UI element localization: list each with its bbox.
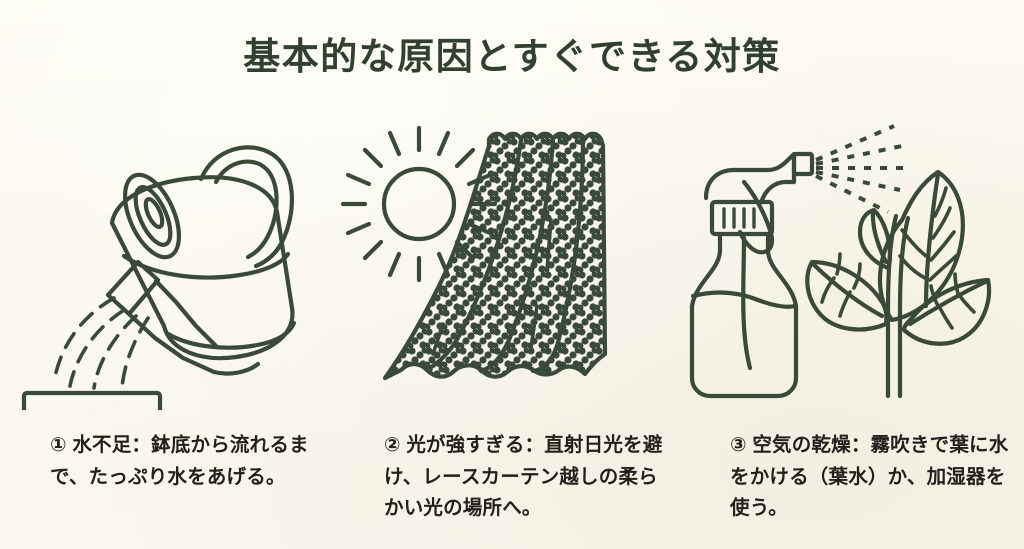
column-too-much-light: ② 光が強すぎる：直射日光を避け、レースカーテン越しの柔らかい光の場所へ。 [341,120,682,540]
mist-ray-5 [815,174,889,214]
sun-and-curtain-icon [341,125,608,381]
curtain-accent-lines [431,218,553,356]
plant-stem-right [897,215,911,399]
spray-bottle-dip-tube [741,235,753,371]
mist-ray-4 [815,170,901,192]
leaf-l-vein-1 [838,290,852,318]
watering-can-base-band [165,320,297,350]
plant-leaf-right [901,277,992,346]
leaf-r-vein-1 [938,306,954,330]
watering-can-spout-cone [105,259,161,317]
mist-spray [815,124,906,214]
columns-container: ① 水不足：鉢底から流れるまで、たっぷり水をあげる。 [0,120,1024,540]
leaf-c-vein-4 [933,186,948,218]
leaf-r-vein-2 [958,294,976,314]
plant-leaf-center-veins [898,186,958,282]
leaf-r-vein-3 [929,284,940,308]
column-water-shortage: ① 水不足：鉢底から流れるまで、たっぷり水をあげる。 [0,120,341,540]
watering-can-spout-joint [211,361,261,376]
leaf-c-vein-5 [898,254,927,280]
curtain-accent-3 [431,322,445,356]
caption-water-shortage: ① 水不足：鉢底から流れるまで、たっぷり水をあげる。 [50,434,309,488]
leaf-r-vein-4 [953,272,960,296]
watering-can-rim-outer [122,172,182,260]
sun-ray-sw [362,239,384,261]
curtain-fold-2 [478,137,556,374]
leaf-c-vein-3 [931,206,952,240]
watering-can-icon [21,145,297,410]
curtain-outline [382,131,608,381]
spray-bottle-head [703,151,797,203]
spray-collar-ribs [722,207,756,229]
sun-ray-ne [454,147,476,169]
plant-leaf-right-midrib [907,278,990,327]
watering-can-rim-core [143,196,165,230]
curtain-accent-2 [529,304,539,350]
spray-collar [709,199,775,237]
plant-leaf-left [805,259,889,332]
sun-ray-nw [362,147,384,169]
leaf-c-vein-1 [928,254,958,282]
plant-leaf-center-midrib [923,171,941,309]
water-arc-2 [68,308,126,388]
leaf-l-vein-4 [835,252,842,276]
plant-leaf-bud-midrib [870,208,889,265]
sun-ray-nnw [387,130,402,157]
watering-can-spout-tube-top [153,278,219,349]
curtain-fold-3 [530,137,586,374]
sun-ray-wnw [345,172,372,187]
plant-leaf-right-veins [929,272,976,330]
water-stream [52,296,150,390]
leaf-c-vein-2 [929,230,956,262]
plant-leaf-center [877,169,965,323]
spray-bottle-body [689,231,799,399]
spray-bottle-and-plant-icon [689,124,992,399]
watering-can-pouring-into-flowerpot-illustration [0,120,341,410]
watering-can-handle-inner [213,159,279,260]
spray-nozzle [791,151,815,177]
curtain-fold-1 [424,137,524,373]
mist-ray-2 [815,144,903,166]
sun-ray-wsw [345,221,372,236]
plant-leaf-left-veins [820,252,862,318]
watering-can-handle-outer [198,145,294,269]
caption-dry-air: ③ 空気の乾燥：霧吹きで葉に水をかける（葉水）か、加湿器を使う。 [730,434,1009,520]
curtain-accent-1 [545,218,553,272]
sun-ray-ssw [387,251,402,278]
watering-can-rim-inner [133,185,173,247]
spray-bottle-misting-plant-illustration [682,120,1023,410]
flower-pot-rim [21,390,163,410]
column-dry-air: ③ 空気の乾燥：霧吹きで葉に水をかける（葉水）か、加湿器を使う。 [682,120,1023,540]
mist-ray-1 [815,124,895,162]
water-arc-4 [120,316,150,390]
water-arc-1 [52,296,116,384]
sun-ray-nne [436,130,451,157]
caption-too-much-light: ② 光が強すぎる：直射日光を避け、レースカーテン越しの柔らかい光の場所へ。 [384,434,663,520]
water-arc-3 [92,314,138,390]
sun-disc [381,166,457,242]
page-title: 基本的な原因とすぐできる対策 [243,37,781,78]
spray-bottle-water-level [690,290,798,309]
leaf-l-vein-3 [852,262,862,290]
sun-behind-lace-curtain-illustration [341,120,682,410]
leaf-c-vein-6 [900,228,928,258]
leaf-l-vein-2 [820,276,836,304]
